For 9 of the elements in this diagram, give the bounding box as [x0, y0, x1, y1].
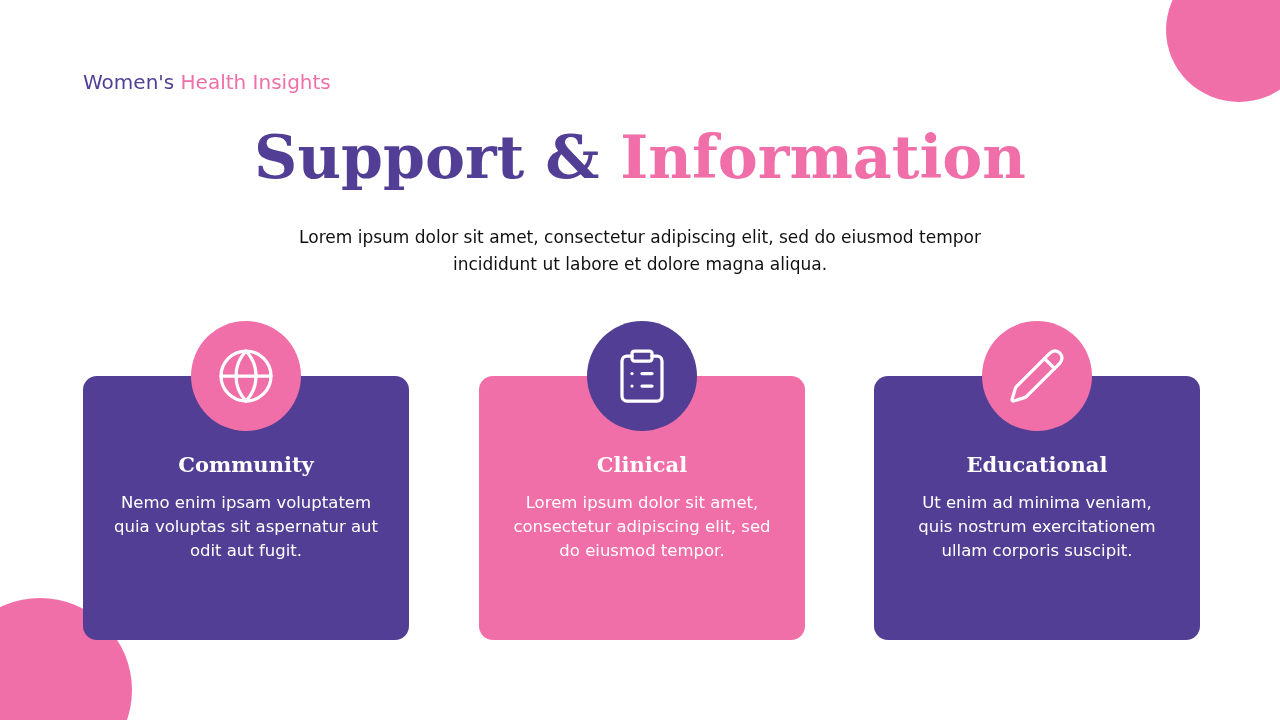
subtitle: Lorem ipsum dolor sit amet, consectetur adipiscing elit, sed do eiusmod tempor incididunt ut labore et dolore magna aliqua. [298, 226, 982, 276]
title: Support & Information [253, 122, 1027, 192]
card-text: Ut enim ad minima veniam, quis nostrum exercitationem ullam corporis suscipit. [917, 492, 1157, 562]
card-heading: Community [177, 452, 316, 477]
card-text: Nemo enim ipsam voluptatem quia voluptas sit aspernatur aut odit aut fugit. [113, 492, 379, 562]
card-heading: Educational [965, 452, 1109, 477]
card-text: Lorem ipsum dolor sit amet, consectetur adipiscing elit, sed do eiusmod tempor. [512, 492, 772, 562]
card-heading: Clinical [595, 452, 689, 477]
header-label: Women's Health Insights [83, 70, 331, 94]
